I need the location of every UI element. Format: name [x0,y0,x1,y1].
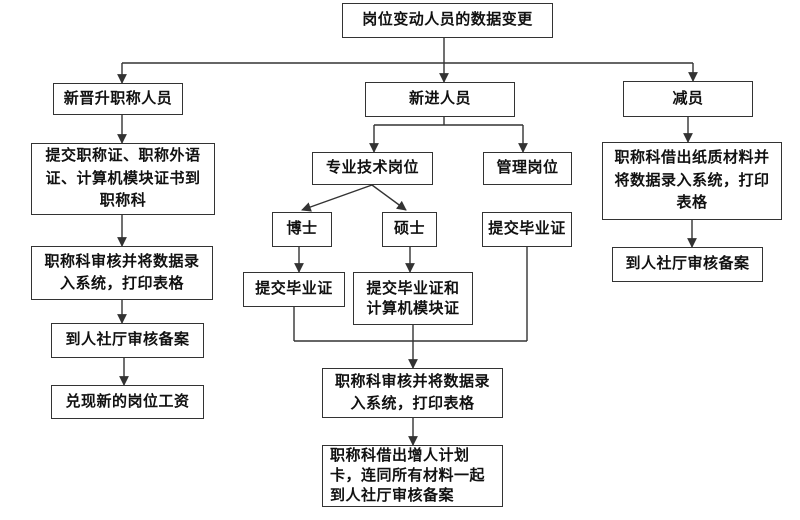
node-promo-new-salary: 兑现新的岗位工资 [51,385,204,419]
node-mgmt-submit-diploma: 提交毕业证 [482,212,572,247]
node-mid-staff-plan-card: 职称科借出增人计划 卡，连同所有材料一起 到人社厅审核备案 [322,445,503,507]
node-technical-post: 专业技术岗位 [312,152,433,185]
node-promo-submit-certificates: 提交职称证、职称外语 证、计算机模块证书到 职称科 [31,143,215,215]
node-data-change-title: 岗位变动人员的数据变更 [342,3,553,38]
node-master-submit-diploma-module: 提交毕业证和 计算机模块证 [353,272,473,325]
node-management-post: 管理岗位 [483,152,572,185]
node-promo-title-office-review: 职称科审核并将数据录 入系统，打印表格 [31,246,213,300]
node-reduce-paper-materials-review: 职称科借出纸质材料并 将数据录入系统，打印 表格 [602,142,782,220]
node-reduce-hr-department-record: 到人社厅审核备案 [612,247,763,282]
node-promo-hr-department-record: 到人社厅审核备案 [51,323,204,358]
node-doctor-submit-diploma: 提交毕业证 [243,272,345,307]
node-mid-title-office-review: 职称科审核并将数据录 入系统，打印表格 [322,368,503,418]
node-new-staff: 新进人员 [365,82,515,117]
node-master: 硕士 [382,212,437,247]
node-promoted-staff: 新晋升职称人员 [53,83,183,115]
node-staff-reduction: 减员 [623,81,753,117]
node-doctor: 博士 [272,212,332,247]
